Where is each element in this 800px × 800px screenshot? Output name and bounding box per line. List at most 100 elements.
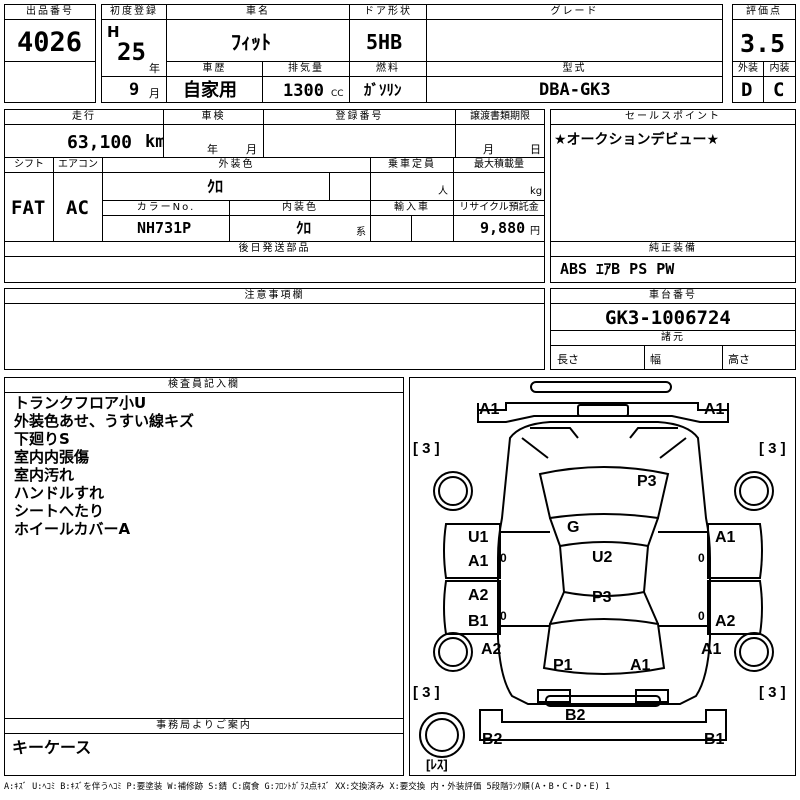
tire-rear-right-shape: [734, 632, 774, 672]
door-cell: 5HB: [349, 19, 427, 62]
reg-year: 25: [117, 38, 146, 66]
recycle-cell: 9,880 円: [453, 215, 545, 242]
rear-glass-shape: [542, 618, 666, 675]
reg-month-unit: 月: [149, 87, 160, 100]
inspector-note: トランクフロア小U: [14, 394, 147, 412]
recycle-unit: 円: [530, 226, 540, 237]
mileage-cell: 63,100 km: [4, 124, 166, 158]
chassis-cell: GK3-1006724: [550, 303, 796, 331]
inspector-header: 検査員記入欄: [4, 377, 404, 393]
first-reg-header: 初度登録: [101, 4, 167, 20]
inspector-note: 外装色あせ、うすい線キズ: [14, 412, 195, 430]
max-load-cell: kg: [453, 172, 545, 201]
inspector-note: 室内汚れ: [14, 466, 75, 484]
tail-light-shape: [537, 689, 669, 703]
aircon-header: エアコン: [53, 157, 103, 173]
label-quarter-right: A1: [701, 641, 722, 658]
car-name-header: 車名: [166, 4, 350, 20]
import-cell-a: [370, 215, 412, 242]
max-load-unit: kg: [530, 186, 543, 197]
car-diagram: [419, 381, 774, 758]
spec-width-cell: 幅: [644, 345, 723, 370]
tire-rear-right-score: [ 3 ]: [759, 684, 786, 701]
label-rear-glass: P1: [553, 657, 573, 674]
transfer-day-unit: 日: [530, 143, 541, 156]
exterior-header: 外装: [732, 61, 764, 77]
fuel-header: 燃料: [349, 61, 427, 77]
label-rear-bumper-right: B1: [704, 731, 725, 748]
grade-header: グレード: [426, 4, 723, 20]
score-header: 評価点: [732, 4, 796, 20]
exterior-grade: D: [741, 79, 753, 101]
front-bumper-shape: [477, 402, 729, 423]
score-cell: 3.5: [732, 19, 796, 62]
lot-no-cell: 4026: [4, 19, 96, 62]
tire-front-left-score: [ 3 ]: [413, 440, 440, 457]
label-left-rear-door-1: A2: [468, 587, 489, 604]
tire-front-right-inner: [739, 476, 769, 506]
label-left-front-door-3: 0: [500, 551, 507, 565]
capacity-header: 乗車定員: [370, 157, 454, 173]
chassis-value: GK3-1006724: [605, 307, 731, 329]
rear-bumper-shape: [479, 709, 727, 741]
label-left-front-door-1: U1: [468, 529, 489, 546]
spec-length-label: 長さ: [557, 353, 579, 366]
int-color-unit: 系: [356, 227, 366, 238]
import-cell-b: [411, 215, 454, 242]
label-front-left: A1: [479, 401, 500, 418]
label-roof: U2: [592, 549, 613, 566]
tire-rear-left-shape: [433, 632, 473, 672]
displacement-unit: CC: [331, 89, 344, 99]
label-quarter-left: A2: [481, 641, 502, 658]
lot-no-blank: [4, 61, 96, 103]
capacity-cell: 人: [370, 172, 454, 201]
inspector-note: シートへたり: [14, 502, 105, 520]
import-header: 輸入車: [370, 200, 454, 216]
genuine-equipment-header: 純正装備: [550, 241, 796, 257]
aircon-value: AC: [66, 197, 89, 219]
inspector-note: ハンドルすれ: [14, 484, 105, 502]
registration-cell: [263, 124, 456, 158]
exterior-grade-cell: D: [732, 76, 764, 103]
pillar-shape: [549, 517, 659, 625]
label-left-front-door-2: A1: [468, 553, 489, 570]
label-right-rear-door-1: 0: [698, 609, 705, 623]
int-color-header: 内装色: [229, 200, 371, 216]
label-rear-bumper-left: B2: [482, 731, 503, 748]
tire-front-right-shape: [734, 471, 774, 511]
era-letter: H: [107, 23, 120, 41]
ext-color-extra-cell: [329, 172, 371, 201]
spec-length-cell: 長さ: [550, 345, 645, 370]
label-hood: P3: [637, 473, 657, 490]
model-value: DBA-GK3: [539, 80, 611, 100]
inspector-note: 室内内張傷: [14, 448, 90, 466]
genuine-equipment-value: ABS ｴｱB PS PW: [560, 260, 675, 278]
first-reg-month-cell: 9 月: [101, 76, 167, 103]
chassis-header: 車台番号: [550, 288, 796, 304]
lot-no-header: 出品番号: [4, 4, 96, 20]
car-name: ﾌｨｯﾄ: [231, 30, 271, 54]
shift-cell: FAT: [4, 172, 54, 242]
later-parts-header: 後日発送部品: [4, 241, 545, 257]
transfer-cell: 月 日: [455, 124, 545, 158]
label-left-rear-door-2: B1: [468, 613, 489, 630]
model-cell: DBA-GK3: [426, 76, 723, 103]
label-right-rear-door-2: A2: [715, 613, 736, 630]
spec-width-label: 幅: [650, 353, 661, 366]
connector-shape: [500, 531, 708, 627]
score-value: 3.5: [740, 29, 786, 58]
first-reg-year-cell: H 25 年: [101, 19, 167, 77]
car-diagram-frame: A1 A1 [ 3 ] [ 3 ] [ 3 ] [ 3 ] P3 G U2 P3…: [409, 377, 796, 776]
tire-front-right-score: [ 3 ]: [759, 440, 786, 457]
shift-value: FAT: [11, 197, 46, 219]
tire-rear-right-inner: [739, 637, 769, 667]
interior-grade-cell: C: [763, 76, 796, 103]
color-no-header: カラーNo.: [102, 200, 230, 216]
capacity-unit: 人: [438, 186, 448, 197]
notes-header: 注意事項欄: [4, 288, 545, 304]
label-front-right: A1: [704, 401, 725, 418]
mileage-unit: km: [145, 132, 166, 152]
transfer-header: 譲渡書類期限: [455, 109, 545, 125]
inspection-year-unit: 年: [207, 143, 218, 156]
label-trunk: B2: [565, 707, 586, 724]
